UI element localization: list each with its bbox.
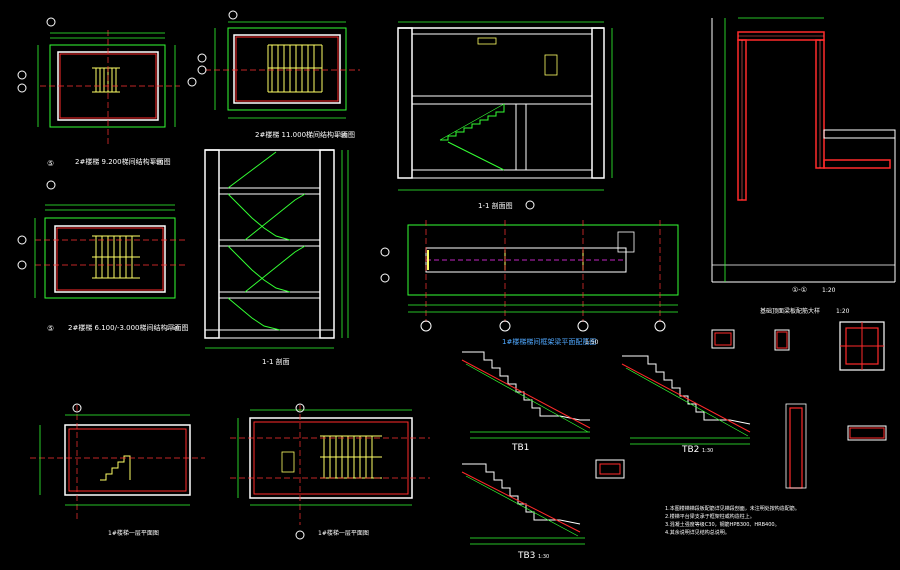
section-1: 1-1 剖面图 (397, 21, 613, 210)
tb3-scale: 1:30 (538, 554, 549, 560)
plan-5: 1#楼梯一层平面图 (230, 403, 430, 540)
section-3-scale: 1:20 (822, 287, 836, 294)
tb2-scale: 1:30 (702, 448, 713, 454)
plan-2: 2#楼梯 11.000梯间结构平面图 1:50 (197, 10, 360, 139)
plan-3-title: 2#楼梯 6.100/-3.000梯间结构平面图 (68, 323, 189, 332)
dim-lines (37, 32, 176, 127)
plan-3-scale: 1:50 (166, 325, 180, 332)
plan-3: 2#楼梯 6.100/-3.000梯间结构平面图 1:50 ⑤ (17, 180, 189, 333)
plan-2-scale: 1:50 (334, 132, 348, 139)
plan-5-title: 1#楼梯一层平面图 (318, 529, 369, 537)
beam-plan: 1#楼梯梯间框架梁平面配筋图 1:50 (380, 220, 679, 346)
axis-bubble-five-b: ⑤ (47, 324, 54, 333)
plan-2-title: 2#楼梯 11.000梯间结构平面图 (255, 130, 355, 139)
small-details (711, 321, 887, 489)
note-line-4: 4.其余说明详见结构总说明。 (665, 529, 730, 536)
tb1-label: TB1 (511, 443, 529, 453)
stair-tb1: TB1 (461, 351, 591, 453)
detail-title: 基础顶面梁板配筋大样 (760, 307, 820, 315)
note-line-3: 3.混凝土强度等级C30，钢筋HPB300、HRB400。 (665, 521, 780, 528)
plan-1-scale: 1:50 (150, 159, 164, 166)
plan-4: 1#楼梯一层平面图 (30, 403, 205, 537)
general-notes: 1.本图楼梯梯段板配筋详见梯段剖面，未注明处按构造配筋。 2.楼梯平台梁支承于框… (665, 505, 800, 536)
stair-treads (92, 67, 120, 93)
stair-tb3: TB3 1:30 (461, 459, 625, 561)
detail-scale: 1:20 (836, 308, 850, 315)
tb2-label: TB2 (681, 445, 699, 455)
beam-scale: 1:50 (585, 339, 599, 346)
stair-tb2: TB2 1:30 (621, 355, 751, 455)
note-line-2: 2.楼梯平台梁支承于框架柱或构造柱上。 (665, 513, 755, 520)
axis-bubble-five: ⑤ (47, 159, 54, 168)
note-line-1: 1.本图楼梯梯段板配筋详见梯段剖面，未注明处按构造配筋。 (665, 505, 800, 512)
section-3: ①-① 1:20 基础顶面梁板配筋大样 1:20 (711, 17, 896, 315)
section-3-title: ①-① (792, 286, 807, 294)
beam-title: 1#楼梯梯间框架梁平面配筋图 (502, 337, 596, 346)
plan-4-title: 1#楼梯一层平面图 (108, 529, 159, 537)
plan-1: 2#楼梯 9.200梯间结构平面图 1:50 ⑤ (17, 17, 197, 168)
section-1-title: 1-1 剖面图 (478, 201, 513, 210)
section-2: 1-1 剖面 (204, 149, 349, 366)
section-2-title: 1-1 剖面 (262, 357, 290, 366)
plan-1-title: 2#楼梯 9.200梯间结构平面图 (75, 157, 171, 166)
tb3-label: TB3 (517, 551, 535, 561)
